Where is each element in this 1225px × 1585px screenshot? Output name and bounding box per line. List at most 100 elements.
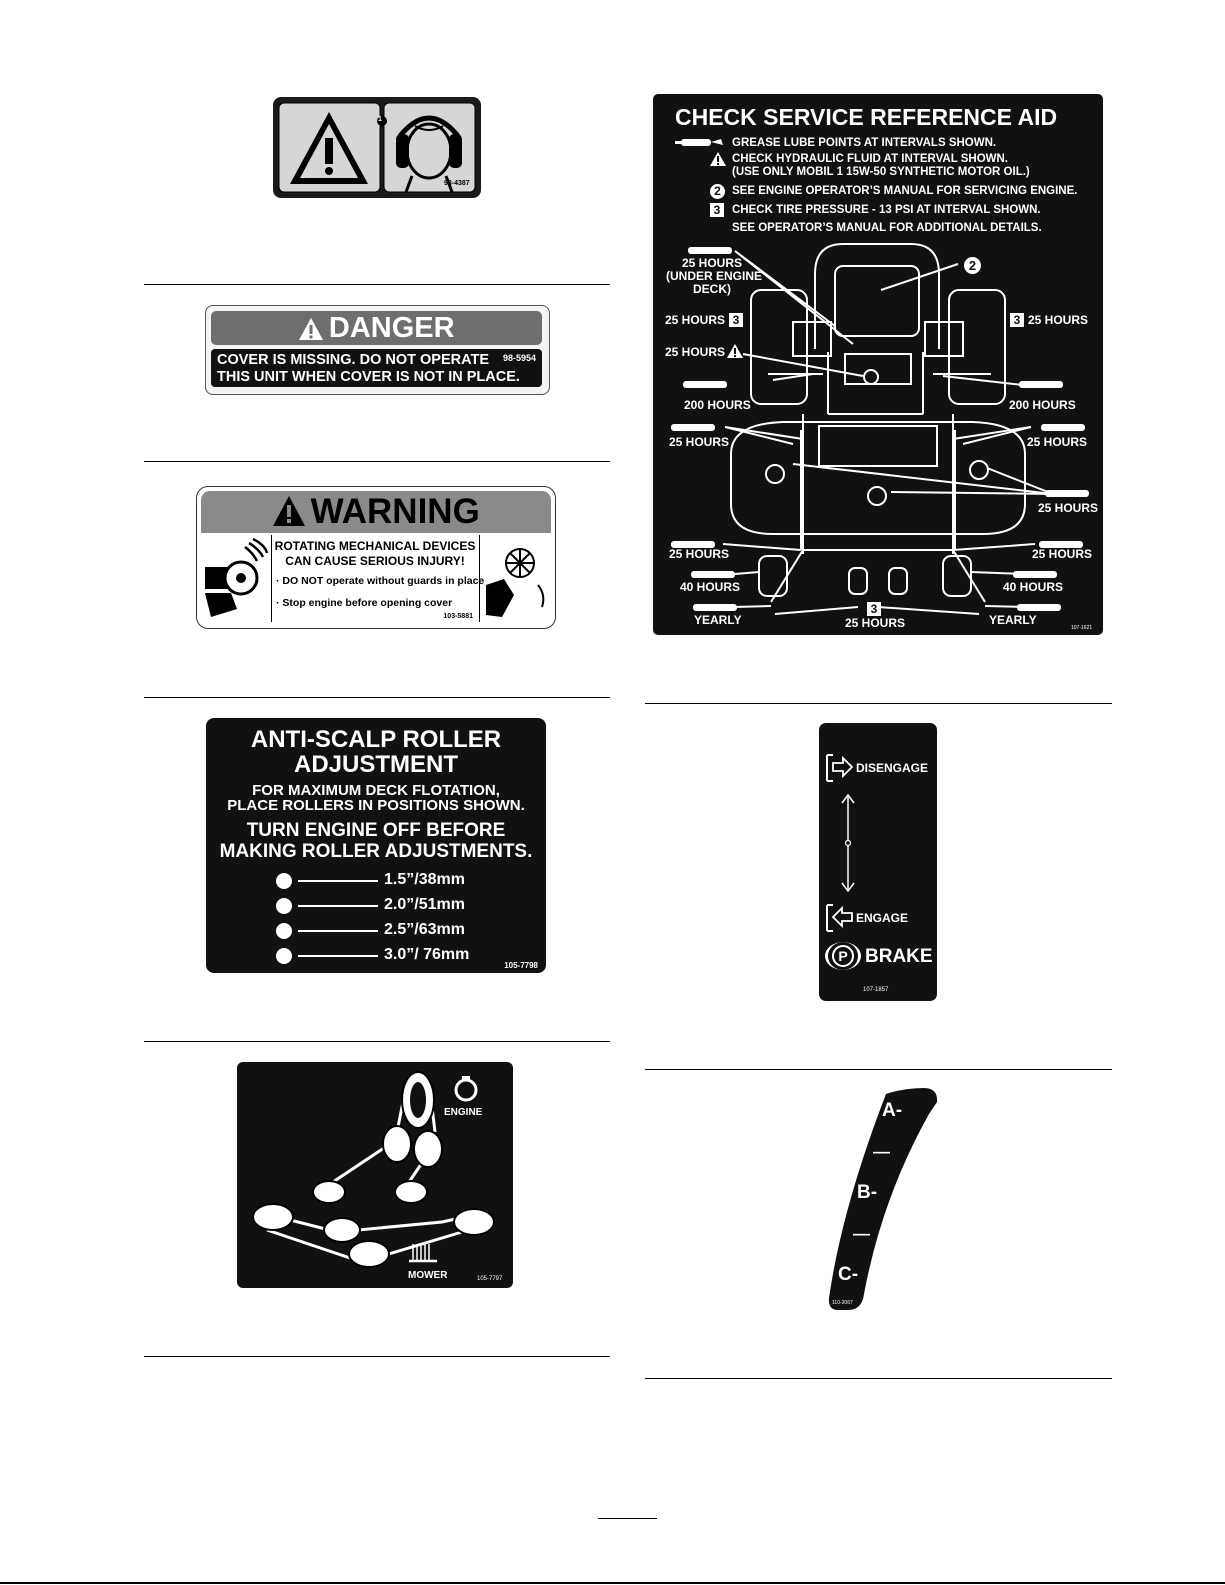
legend-text: CHECK HYDRAULIC FLUID AT INTERVAL SHOWN. [732,153,1008,165]
legend-text: (USE ONLY MOBIL 1 15W-50 SYNTHETIC MOTOR… [732,166,1030,178]
label-25-spindles: 25 HOURS [1038,501,1099,515]
service-legend: GREASE LUBE POINTS AT INTERVALS SHOWN. C… [653,136,1103,236]
warning-triangle-icon [727,344,743,358]
label-under-engine: DECK) [693,282,731,296]
decal-danger: DANGER COVER IS MISSING. DO NOT OPERATE … [205,305,550,395]
divider [144,461,610,462]
decal-belt-routing: ENGINE MOWER 105-7797 [237,1062,513,1288]
warning-triangle-icon [273,496,306,526]
circle-2-icon: 2 [964,257,981,274]
square-3-icon: 3 [710,203,724,217]
warning-triangle-icon [710,152,726,166]
ear-callout: 1 [378,116,382,123]
decal-height-of-cut: A- — B- — C- 110-2067 [826,1088,941,1312]
ear-part-number: 98-4387 [444,180,470,187]
antiscalp-warn-2: MAKING ROLLER ADJUSTMENTS. [219,841,533,862]
service-part-number: 107-1621 [1071,625,1093,631]
roller-height-row: 1.5”/38mm [276,871,536,890]
label-under-engine: 25 HOURS [682,256,743,270]
belt-routing-diagram [252,1071,495,1268]
belt-mower-label: MOWER [408,1270,448,1281]
ear-protection-icon [396,115,462,193]
divider [144,1041,610,1042]
height-mark-divider: — [853,1224,870,1243]
roller-dot-icon [276,923,292,939]
decal-warning: WARNING ROTATING MECHANICAL DEVICES CAN … [196,486,556,629]
legend-text: SEE OPERATOR’S MANUAL FOR ADDITIONAL DET… [732,222,1042,234]
lever-travel-arrow-icon [841,793,855,893]
roller-dot-icon [276,948,292,964]
label-25-bottom: 25 HOURS [845,616,906,630]
danger-line-2: THIS UNIT WHEN COVER IS NOT IN PLACE. [217,369,520,385]
height-part-number: 110-2067 [832,1300,853,1306]
divider [144,1356,610,1357]
divider [645,1069,1112,1070]
mower-icon [409,1244,437,1263]
roller-height-row: 2.5”/63mm [276,921,536,940]
legend-text: CHECK TIRE PRESSURE - 13 PSI AT INTERVAL… [732,204,1041,216]
label-25-right: 25 HOURS [1027,435,1088,449]
warning-part-number: 103-5881 [443,613,473,620]
service-title: CHECK SERVICE REFERENCE AID [675,104,1058,130]
circle-2-icon: 2 [710,184,725,199]
label-40-right: 40 HOURS [1003,580,1064,594]
parking-brake-icon: P [825,942,861,970]
height-scale-shape [828,1088,938,1310]
hand-entanglement-icon [205,537,269,617]
engine-icon [454,1076,478,1102]
warning-header-bar: WARNING [201,491,551,533]
page-bottom-border [0,1582,1225,1584]
roller-height-label: 2.0”/51mm [384,896,465,913]
label-under-engine: (UNDER ENGINE [666,269,763,283]
decal-anti-scalp: ANTI-SCALP ROLLER ADJUSTMENT FOR MAXIMUM… [206,718,546,973]
roller-height-label: 1.5”/38mm [384,871,465,888]
danger-part-number: 98-5954 [502,353,536,363]
grease-gun-icon [675,139,723,146]
label-tire-left: 25 HOURS [665,313,726,327]
label-200-left: 200 HOURS [684,398,751,412]
mower-service-diagram [671,243,1089,615]
roller-height-row: 2.0”/51mm [276,896,536,915]
roller-dot-icon [276,898,292,914]
rotating-fan-icon [486,548,545,617]
warning-line-1: ROTATING MECHANICAL DEVICES [274,539,476,553]
roller-dot-icon [276,873,292,889]
divider [144,697,610,698]
label-25-left: 25 HOURS [669,435,730,449]
antiscalp-sub-1: FOR MAXIMUM DECK FLOTATION, [252,782,500,799]
warning-triangle-icon [290,112,368,184]
antiscalp-title-2: ADJUSTMENT [293,751,458,778]
brake-part-number: 107-1857 [863,987,889,993]
label-40-left: 40 HOURS [680,580,741,594]
belt-part-number: 105-7797 [477,1276,503,1282]
page-number-line [598,1518,657,1519]
height-mark-divider: — [873,1142,890,1161]
decal-brake: DISENGAGE ENGAGE P BRAKE 107-1857 [819,723,937,1001]
roller-line [298,930,378,932]
label-25-right-front: 25 HOURS [1032,547,1093,561]
divider [645,1378,1112,1379]
antiscalp-warn-1: TURN ENGINE OFF BEFORE [246,820,506,841]
square-3-icon: 3 [867,602,881,616]
label-hydraulic: 25 HOURS [665,345,726,359]
warning-header: WARNING [310,492,480,531]
roller-height-label: 3.0”/ 76mm [384,946,470,963]
warning-bullet-2: · Stop engine before opening cover [276,597,453,609]
height-mark-a: A- [882,1100,903,1121]
brake-label: BRAKE [865,946,933,967]
label-25-left-front: 25 HOURS [669,547,730,561]
roller-line [298,905,378,907]
danger-line-1: COVER IS MISSING. DO NOT OPERATE [217,352,490,368]
brake-disengage-label: DISENGAGE [856,761,929,775]
roller-height-label: 2.5”/63mm [384,921,465,938]
disengage-arrow-icon [826,754,854,782]
square-3-icon: 3 [1010,313,1024,327]
divider [645,703,1112,704]
belt-engine-label: ENGINE [444,1107,483,1118]
decal-service-reference: CHECK SERVICE REFERENCE AID GREASE LUBE … [653,94,1103,635]
height-mark-c: C- [838,1264,859,1285]
danger-header: DANGER [328,312,455,344]
warning-line-2: CAN CAUSE SERIOUS INJURY! [285,554,465,568]
label-yearly-left: YEARLY [694,613,742,627]
brake-engage-label: ENGAGE [856,911,909,925]
